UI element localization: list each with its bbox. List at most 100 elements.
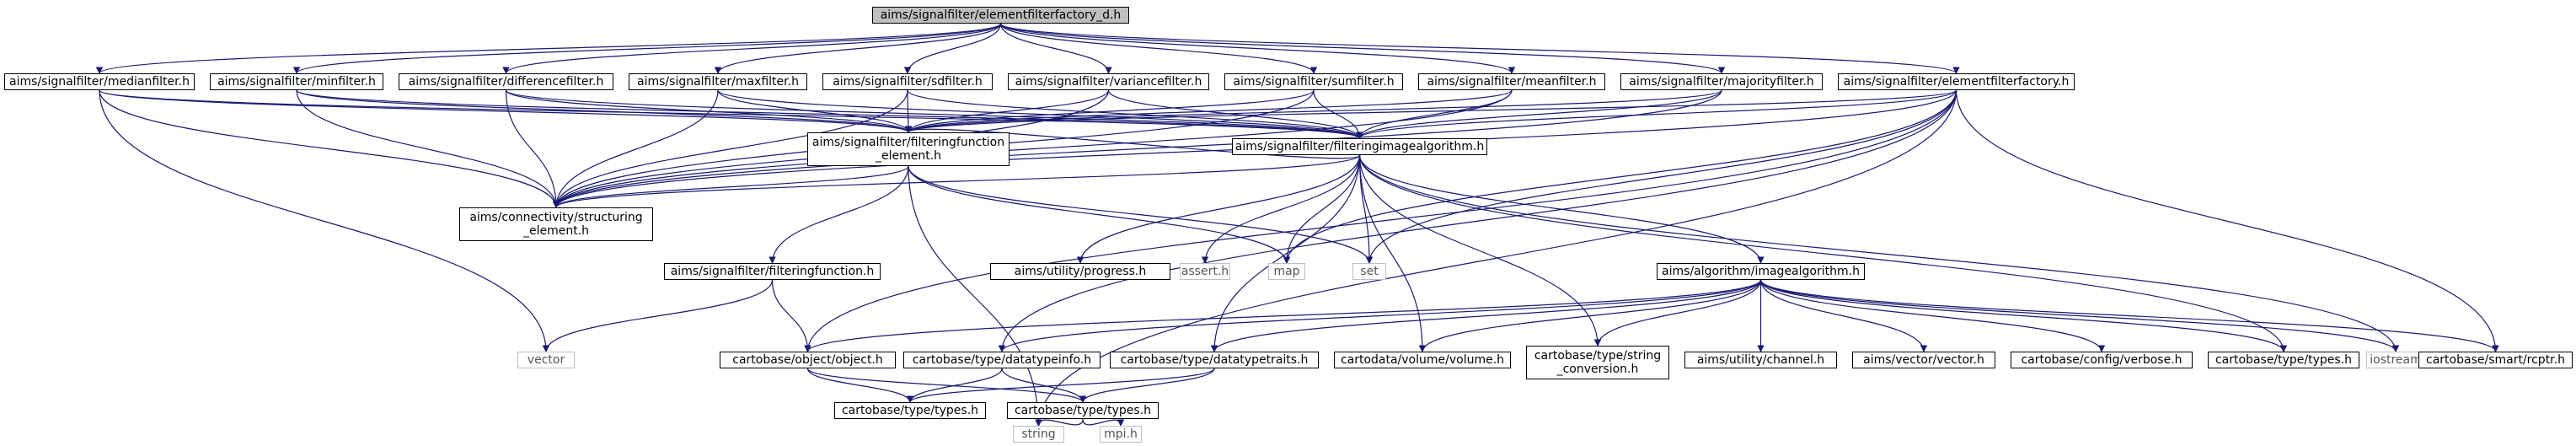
edge-elementfilterfactory-to-filteringimagealgorithm xyxy=(1356,89,1957,139)
edge-medianfilter-to-structuring_element xyxy=(99,89,560,208)
edge-elementfilterfactory-to-set xyxy=(1365,89,1957,264)
edge-variancefilter-to-filteringimagealgorithm xyxy=(1107,89,1363,139)
edge-imagealgorithm-to-types_right xyxy=(1759,279,2288,352)
edge-variancefilter-to-filteringfunction_element xyxy=(904,89,1110,133)
edge-filteringimagealgorithm-to-assert xyxy=(1201,154,1361,264)
node-object[interactable]: cartobase/object/object.h xyxy=(720,352,896,368)
edge-imagealgorithm-to-rcptr xyxy=(1759,279,2499,352)
node-differencefilter[interactable]: aims/signalfilter/differencefilter.h xyxy=(399,73,613,90)
edge-filteringimagealgorithm-to-datatypetraits xyxy=(1210,154,1361,352)
edge-root-to-sumfilter xyxy=(999,23,1318,74)
edge-meanfilter-to-filteringfunction_element xyxy=(905,89,1513,133)
edge-imagealgorithm-to-datatypeinfo xyxy=(998,279,1762,352)
edge-root-to-sdfilter xyxy=(903,23,1002,74)
node-majorityfilter[interactable]: aims/signalfilter/majorityfilter.h xyxy=(1620,73,1823,90)
edge-filteringimagealgorithm-to-set xyxy=(1358,154,1374,264)
edge-medianfilter-to-filteringimagealgorithm xyxy=(99,89,1363,139)
edge-elementfilterfactory-to-filteringfunction_element xyxy=(905,89,1957,133)
edge-filteringimagealgorithm-to-iostream xyxy=(1358,154,2400,352)
edge-filteringfunction_element-to-map xyxy=(908,165,1291,264)
edge-elementfilterfactory-to-rcptr xyxy=(1955,89,2499,352)
edge-filteringfunction-to-object xyxy=(771,279,811,352)
edge-imagealgorithm-to-aims_vector xyxy=(1759,279,1928,352)
edge-differencefilter-to-filteringimagealgorithm xyxy=(505,89,1363,139)
node-string: string xyxy=(1013,426,1064,443)
node-assert: assert.h xyxy=(1180,263,1230,280)
edge-object-to-types_mid xyxy=(806,368,1087,403)
node-vector: vector xyxy=(517,352,575,368)
edge-imagealgorithm-to-object xyxy=(804,279,1762,352)
edge-imagealgorithm-to-datatypetraits xyxy=(1210,279,1762,352)
node-filteringimagealgorithm[interactable]: aims/signalfilter/filteringimagealgorith… xyxy=(1232,138,1487,155)
edge-root-to-variancefilter xyxy=(999,23,1112,74)
edge-root-to-majorityfilter xyxy=(999,23,1725,74)
node-elementfilterfactory-d: aims/signalfilter/elementfilterfactory_d… xyxy=(872,7,1129,24)
edge-root-to-differencefilter xyxy=(502,23,1002,74)
node-progress[interactable]: aims/utility/progress.h xyxy=(990,263,1170,280)
edge-root-to-medianfilter xyxy=(96,23,1002,74)
node-medianfilter[interactable]: aims/signalfilter/medianfilter.h xyxy=(4,73,195,90)
edge-root-to-meanfilter xyxy=(999,23,1516,74)
edge-filteringfunction_element-to-structuring_element xyxy=(552,165,909,208)
node-imagealgorithm[interactable]: aims/algorithm/imagealgorithm.h xyxy=(1657,263,1865,280)
edge-medianfilter-to-vector xyxy=(99,89,550,352)
edge-imagealgorithm-to-string_conversion xyxy=(1593,279,1762,347)
node-set: set xyxy=(1352,263,1386,280)
edge-minfilter-to-filteringfunction_element xyxy=(296,89,912,133)
edge-filteringimagealgorithm-to-imagealgorithm xyxy=(1358,154,1765,264)
edge-datatypeinfo-to-types_left xyxy=(906,368,1003,403)
edge-sumfilter-to-filteringimagealgorithm xyxy=(1313,89,1363,139)
node-filteringfunction-element[interactable]: aims/signalfilter/filteringfunction _ele… xyxy=(807,132,1010,166)
node-datatypeinfo[interactable]: cartobase/type/datatypeinfo.h xyxy=(903,352,1101,368)
edge-majorityfilter-to-structuring_element xyxy=(552,89,1722,208)
edge-root-to-elementfilterfactory xyxy=(999,23,1960,74)
edge-types_mid-to-mpi xyxy=(1082,418,1125,427)
edge-object-to-types_left xyxy=(806,368,914,403)
node-types-mid[interactable]: cartobase/type/types.h xyxy=(1007,402,1159,419)
edge-root-to-minfilter xyxy=(293,23,1002,74)
node-sdfilter[interactable]: aims/signalfilter/sdfilter.h xyxy=(822,73,993,90)
node-sumfilter[interactable]: aims/signalfilter/sumfilter.h xyxy=(1224,73,1403,90)
node-filteringfunction[interactable]: aims/signalfilter/filteringfunction.h xyxy=(664,263,881,280)
node-map: map xyxy=(1268,263,1305,280)
edge-elementfilterfactory-to-object xyxy=(804,89,1957,352)
node-structuring-element[interactable]: aims/connectivity/structuring _element.h xyxy=(459,207,653,241)
node-types-right[interactable]: cartobase/type/types.h xyxy=(2208,352,2359,368)
edge-majorityfilter-to-filteringimagealgorithm xyxy=(1356,89,1722,139)
node-string-conversion[interactable]: cartobase/type/string _conversion.h xyxy=(1526,346,1669,379)
edge-filteringimagealgorithm-to-types_right xyxy=(1358,154,2288,352)
node-iostream: iostream xyxy=(2366,352,2425,368)
node-datatypetraits[interactable]: cartobase/type/datatypetraits.h xyxy=(1110,352,1319,368)
edge-minfilter-to-filteringimagealgorithm xyxy=(296,89,1363,139)
edge-maxfilter-to-filteringfunction_element xyxy=(717,89,913,133)
edge-filteringimagealgorithm-to-structuring_element xyxy=(553,154,1361,208)
node-rcptr[interactable]: cartobase/smart/rcptr.h xyxy=(2418,352,2573,368)
node-elementfilterfactory[interactable]: aims/signalfilter/elementfilterfactory.h xyxy=(1838,73,2075,90)
node-variancefilter[interactable]: aims/signalfilter/variancefilter.h xyxy=(1008,73,1209,90)
node-types-left[interactable]: cartobase/type/types.h xyxy=(834,402,986,419)
edge-maxfilter-to-filteringimagealgorithm xyxy=(717,89,1363,139)
edge-differencefilter-to-filteringfunction_element xyxy=(505,89,913,133)
edge-filteringimagealgorithm-to-progress xyxy=(1076,154,1361,264)
edge-elementfilterfactory-to-datatypeinfo xyxy=(998,89,1957,352)
edge-sumfilter-to-filteringfunction_element xyxy=(904,89,1315,133)
edge-filteringimagealgorithm-to-volume xyxy=(1358,154,1427,352)
node-channel[interactable]: aims/utility/channel.h xyxy=(1684,352,1837,368)
edge-types_mid-to-string xyxy=(1035,418,1084,427)
edge-datatypetraits-to-types_left xyxy=(906,368,1215,403)
edge-majorityfilter-to-filteringfunction_element xyxy=(905,89,1722,133)
node-meanfilter[interactable]: aims/signalfilter/meanfilter.h xyxy=(1418,73,1605,90)
edge-filteringimagealgorithm-to-string_conversion xyxy=(1358,154,1602,347)
edge-sdfilter-to-structuring_element xyxy=(552,89,908,208)
edge-imagealgorithm-to-iostream xyxy=(1759,279,2400,352)
node-aims-vector[interactable]: aims/vector/vector.h xyxy=(1852,352,1995,368)
edge-minfilter-to-structuring_element xyxy=(296,89,560,208)
edge-root-to-maxfilter xyxy=(714,23,1002,74)
node-verbose[interactable]: cartobase/config/verbose.h xyxy=(2011,352,2193,368)
edge-imagealgorithm-to-verbose xyxy=(1759,279,2106,352)
node-volume[interactable]: cartodata/volume/volume.h xyxy=(1334,352,1511,368)
edge-filteringimagealgorithm-to-map xyxy=(1283,154,1361,264)
node-minfilter[interactable]: aims/signalfilter/minfilter.h xyxy=(210,73,383,90)
node-maxfilter[interactable]: aims/signalfilter/maxfilter.h xyxy=(629,73,807,90)
